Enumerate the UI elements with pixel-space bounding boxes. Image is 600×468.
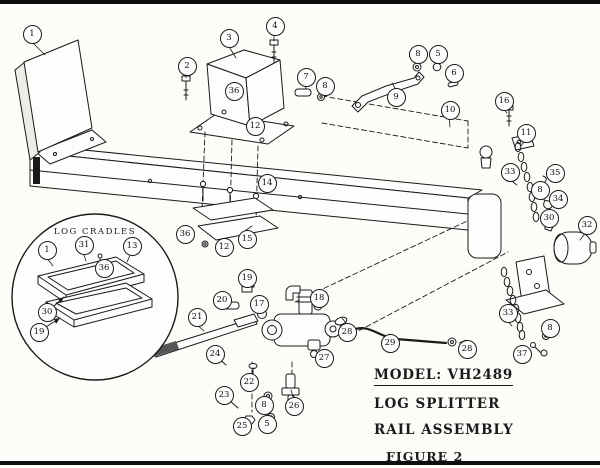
right-end-assembly xyxy=(467,145,565,315)
main-beam xyxy=(29,145,483,231)
mounting-plates xyxy=(192,180,279,253)
bolt-2 xyxy=(181,75,191,101)
page-edge-bottom xyxy=(0,461,600,465)
engine-bracket xyxy=(189,49,295,145)
control-rod xyxy=(349,327,457,347)
assembly-label: RAIL ASSEMBLY xyxy=(374,422,514,438)
bolt-16 xyxy=(504,105,514,127)
figure-caption: FIGURE 2 xyxy=(386,449,464,464)
cylinder-cap xyxy=(553,231,597,265)
hardware-lower-right xyxy=(530,332,550,357)
product-label: LOG SPLITTER xyxy=(374,396,501,412)
hardware-top-right xyxy=(412,62,459,88)
handle-lever xyxy=(351,71,425,113)
page-edge-top xyxy=(0,0,600,4)
figure-text-block: MODEL: VH2489 LOG SPLITTER RAIL ASSEMBLY… xyxy=(374,364,574,464)
model-label: MODEL: VH2489 xyxy=(374,367,514,386)
chain-upper xyxy=(514,141,540,223)
wedge-plate xyxy=(14,39,107,165)
valve-assembly xyxy=(150,275,348,425)
inset-title: LOG CRADLES xyxy=(54,227,136,237)
chain-hooks xyxy=(541,175,555,232)
log-cradles-inset xyxy=(11,213,179,381)
pivot-pin xyxy=(294,88,325,101)
